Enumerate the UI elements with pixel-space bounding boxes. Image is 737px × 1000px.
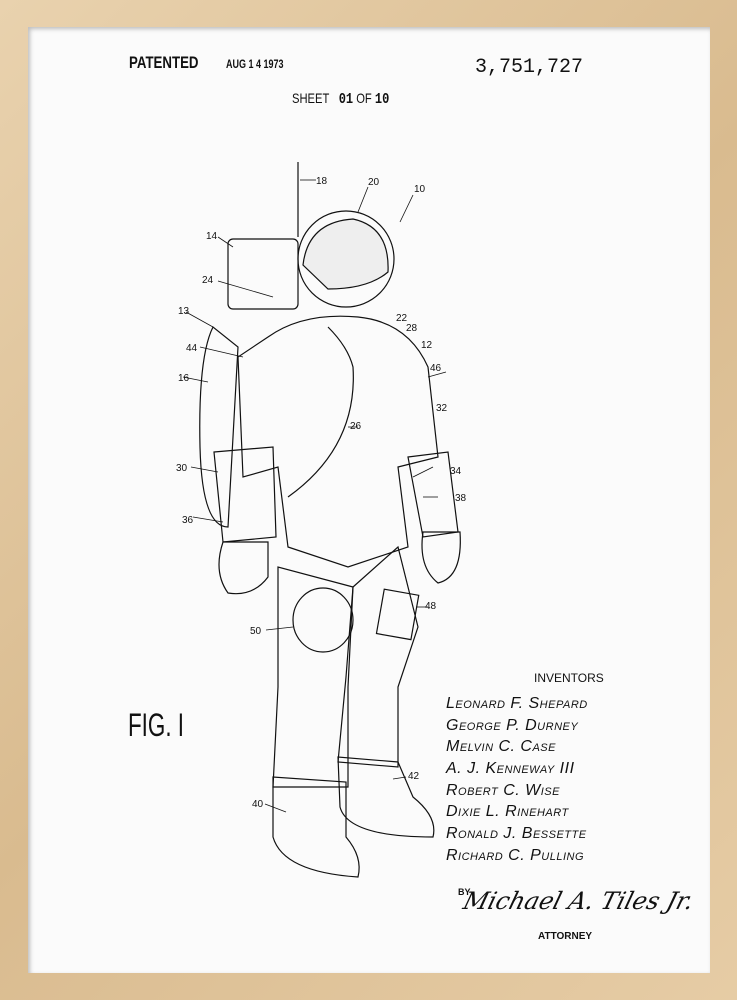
inventor-name: Ronald J. Bessette [446, 825, 587, 842]
ref-42: 42 [408, 771, 420, 782]
left-cuff [213, 446, 277, 543]
backpack-top [227, 238, 299, 310]
ref-10: 10 [414, 184, 426, 195]
attorney-label: ATTORNEY [538, 931, 593, 942]
sheet-total: 10 [374, 91, 390, 108]
ref-26: 26 [350, 421, 362, 432]
ref-38: 38 [455, 493, 467, 504]
sheet-word: SHEET [292, 90, 330, 106]
hose [287, 326, 354, 498]
inventor-name: Dixie L. Rinehart [446, 803, 569, 820]
ref-16: 16 [178, 373, 190, 384]
ref-20: 20 [368, 177, 380, 188]
sheet-indicator: SHEET 01 OF 10 [292, 90, 389, 108]
sheet-current: 01 [338, 91, 354, 108]
thigh-pocket [375, 588, 420, 641]
inventors-heading: INVENTORS [534, 671, 604, 685]
right-leg [337, 545, 419, 768]
figure-title: FIG. I [128, 707, 184, 743]
by-label: BY [458, 887, 471, 897]
left-boot [272, 776, 360, 878]
helmet-visor [302, 218, 389, 290]
ref-28: 28 [406, 323, 418, 334]
left-glove [218, 541, 269, 595]
patented-label: PATENTED [129, 53, 199, 72]
inventor-name: Richard C. Pulling [446, 847, 585, 864]
ref-14: 14 [206, 231, 218, 242]
ref-34: 34 [450, 466, 462, 477]
patent-number: 3,751,727 [475, 56, 584, 79]
ref-12: 12 [421, 340, 433, 351]
patent-poster: PATENTED AUG 1 4 1973 3,751,727 SHEET 01… [28, 27, 710, 973]
patent-date: AUG 1 4 1973 [226, 57, 284, 71]
attorney-signature: Michael A. Tiles Jr. [460, 887, 697, 915]
ref-46: 46 [430, 363, 442, 374]
reference-numerals: 18 20 10 14 24 13 22 28 12 44 46 16 32 2… [176, 176, 467, 810]
sheet-of: OF [356, 90, 372, 106]
suit-torso [237, 315, 439, 568]
ref-48: 48 [425, 601, 437, 612]
ref-36: 36 [182, 515, 194, 526]
inventor-name: George P. Durney [446, 717, 579, 734]
knee-pad [292, 587, 354, 653]
leader-lines [182, 179, 447, 813]
inventor-name: Melvin C. Case [446, 738, 556, 755]
inventor-name: Leonard F. Shepard [446, 695, 588, 712]
ref-30: 30 [176, 463, 188, 474]
helmet [297, 210, 395, 308]
right-glove [421, 531, 461, 584]
ref-18: 18 [316, 176, 328, 187]
inventor-name: A. J. Kenneway III [446, 760, 575, 777]
backpack [199, 326, 239, 528]
ref-50: 50 [250, 626, 262, 637]
astronaut-suit-drawing [182, 162, 461, 878]
inventor-name: Robert C. Wise [446, 782, 560, 799]
ref-13: 13 [178, 306, 190, 317]
ref-44: 44 [186, 343, 198, 354]
ref-40: 40 [252, 799, 264, 810]
right-boot [337, 756, 435, 838]
ref-22: 22 [396, 313, 408, 324]
ref-32: 32 [436, 403, 448, 414]
ref-24: 24 [202, 275, 214, 286]
